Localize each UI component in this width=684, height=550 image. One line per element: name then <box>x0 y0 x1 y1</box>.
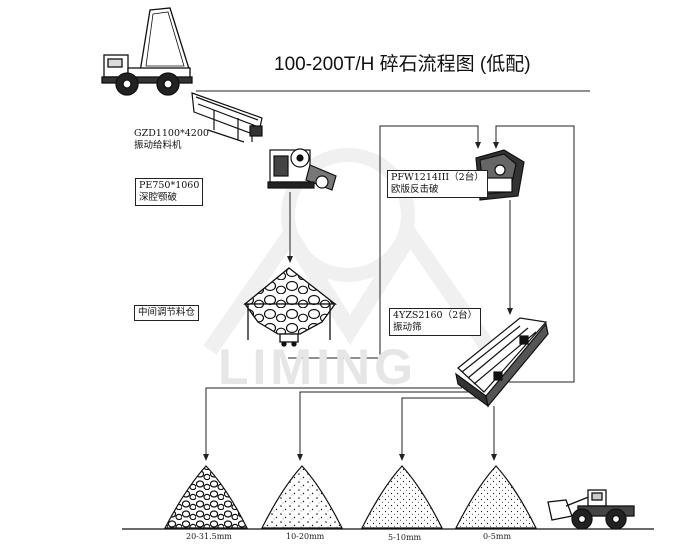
watermark-logo <box>203 148 497 355</box>
pile-20-31-5mm <box>164 465 248 529</box>
flow-arrow-product-3 <box>399 397 480 461</box>
watermark-text: LIMING <box>218 339 417 395</box>
jaw-crusher-icon <box>267 148 337 191</box>
jaw-crusher-model: PE750*1060 <box>139 180 200 191</box>
flow-arrow-bin-to-impact <box>288 125 481 359</box>
screen-label: 4YZS2160（2台） 振动筛 <box>389 308 482 336</box>
feeder-name: 振动给料机 <box>134 140 182 151</box>
impact-crusher-icon <box>475 149 525 201</box>
product-size-label: 5-10mm <box>388 533 422 542</box>
flow-arrow-product-1 <box>203 387 462 461</box>
impact-crusher-model: PFW1214III（2台） <box>391 172 484 183</box>
feeder-label: GZD1100*4200 振动给料机 <box>134 128 209 152</box>
flow-lines <box>203 125 575 461</box>
product-size-label: 20-31.5mm <box>186 532 232 541</box>
product-size-label: 10-20mm <box>286 532 325 541</box>
surge-bin-icon <box>243 267 337 347</box>
flow-arrow-product-2 <box>297 391 470 461</box>
jaw-crusher-name: 深腔颚破 <box>139 192 178 203</box>
screen-name: 振动筛 <box>393 322 422 333</box>
product-piles <box>164 465 537 529</box>
pile-10-20mm <box>261 465 343 529</box>
vibrating-screen-icon <box>455 317 549 408</box>
product-size-label: 0-5mm <box>483 532 512 541</box>
screen-model: 4YZS2160（2台） <box>393 310 478 321</box>
surge-bin-label: 中间调节料仓 <box>134 305 200 321</box>
jaw-crusher-label: PE750*1060 深腔颚破 <box>135 178 204 206</box>
vibrating-feeder-icon <box>191 92 263 143</box>
pile-0-5mm <box>455 465 537 529</box>
impact-crusher-label: PFW1214III（2台） 欧版反击破 <box>387 170 488 198</box>
surge-bin-name: 中间调节料仓 <box>138 307 196 318</box>
page-title: 100-200T/H 碎石流程图 (低配) <box>274 54 531 75</box>
wheel-loader-icon <box>547 489 635 530</box>
feeder-model: GZD1100*4200 <box>134 128 209 139</box>
pile-5-10mm <box>361 465 443 529</box>
flow-arrow-screen-recirculation <box>493 125 575 383</box>
dump-truck-icon <box>101 7 193 96</box>
impact-crusher-name: 欧版反击破 <box>391 184 439 195</box>
